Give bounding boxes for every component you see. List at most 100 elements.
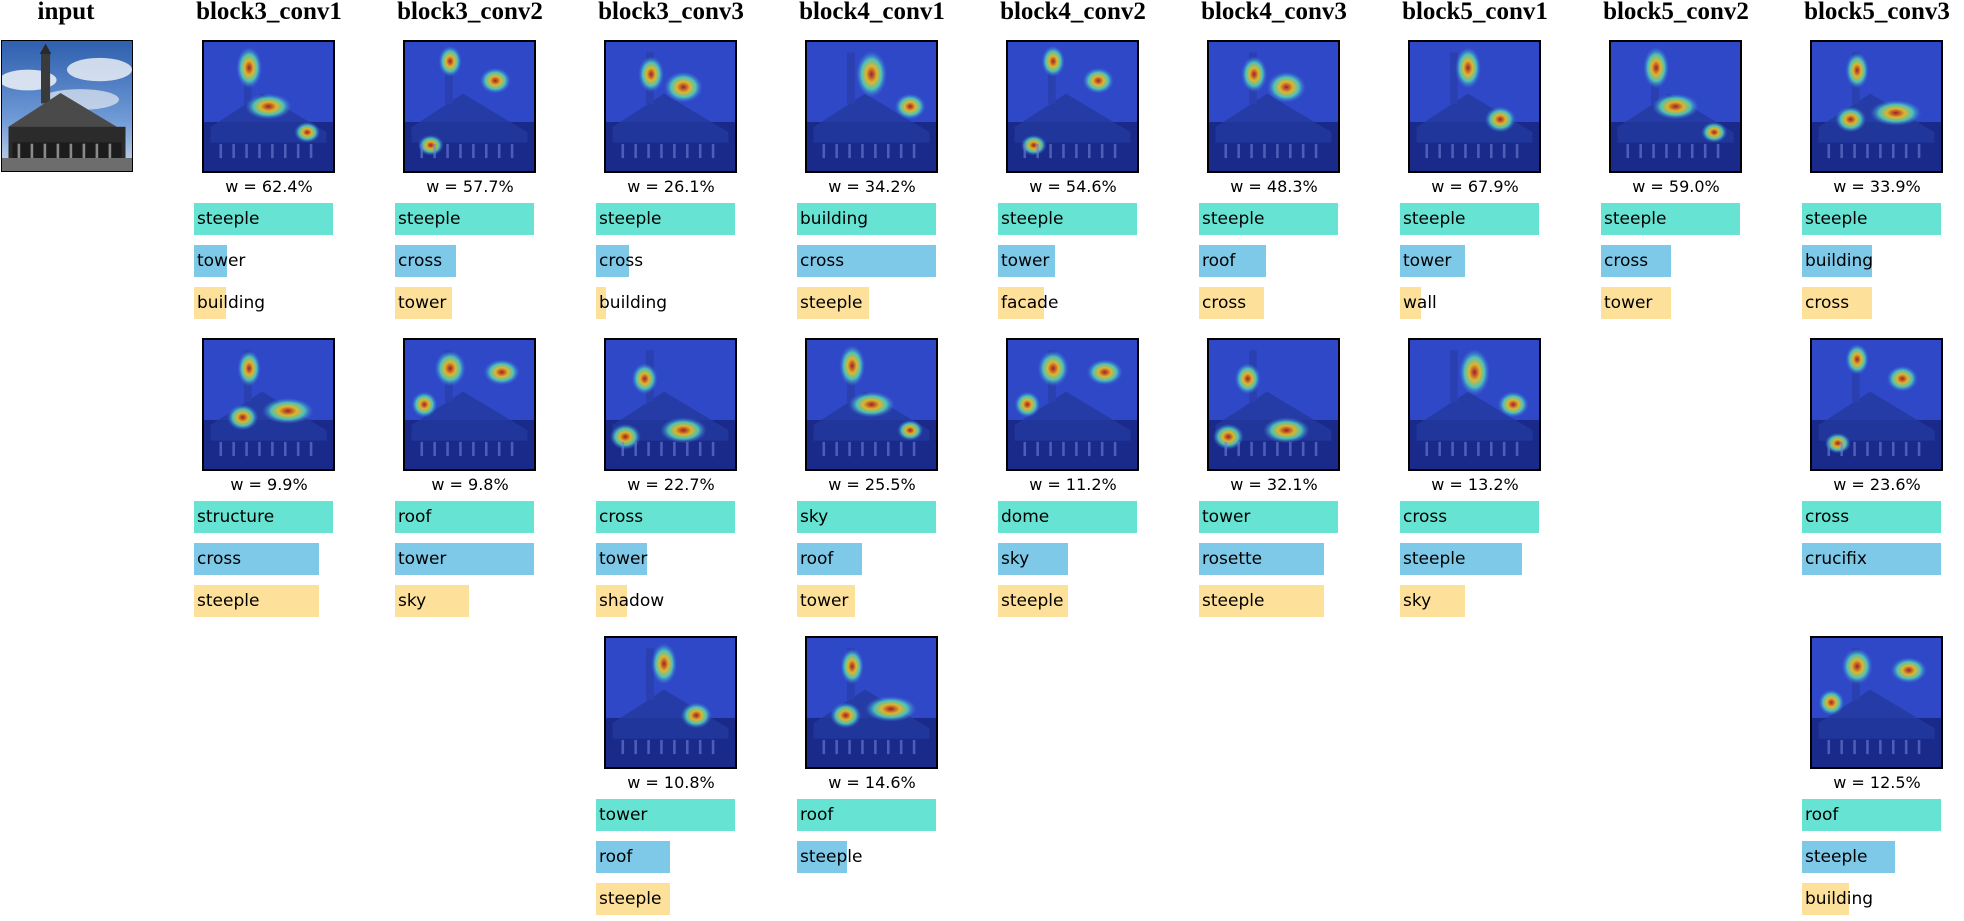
unit-weight: w = 23.6% — [1833, 475, 1921, 494]
concept-bar-fill — [194, 287, 226, 319]
concept-bar-fill — [1400, 501, 1539, 533]
layer-title: block4_conv2 — [1000, 0, 1146, 25]
concept-bar: roof — [596, 841, 735, 873]
concept-label: steeple — [1805, 209, 1868, 229]
concept-bar-fill — [1400, 203, 1539, 235]
concept-label: sky — [398, 591, 427, 611]
activation-heatmap — [1609, 40, 1742, 173]
concept-bar: steeple — [797, 287, 936, 319]
layer-title: block3_conv2 — [397, 0, 543, 25]
concept-bar-fill — [1802, 287, 1872, 319]
concept-bar-fill — [194, 543, 319, 575]
activation-heatmap — [1810, 338, 1943, 471]
concept-bar-fill — [998, 501, 1137, 533]
concept-bar-fill — [1802, 799, 1941, 831]
concept-bar-fill — [596, 543, 647, 575]
concept-bar-fill — [998, 543, 1068, 575]
concept-bar: shadow — [596, 585, 735, 617]
concept-bar-fill — [797, 501, 936, 533]
concept-bar: tower — [596, 543, 735, 575]
concept-bar-fill — [1199, 543, 1324, 575]
activation-heatmap — [604, 40, 737, 173]
concept-bar: steeple — [1199, 585, 1338, 617]
concept-label: tower — [1001, 251, 1050, 271]
layer-title: block5_conv1 — [1402, 0, 1548, 25]
concept-label: steeple — [197, 209, 260, 229]
layer-title: block5_conv2 — [1603, 0, 1749, 25]
concept-label: tower — [599, 549, 648, 569]
concept-label: tower — [1403, 251, 1452, 271]
concept-bar: steeple — [1802, 841, 1941, 873]
concept-bar: cross — [1601, 245, 1740, 277]
activation-heatmap — [805, 636, 938, 769]
concept-label: cross — [197, 549, 242, 569]
concept-bar-fill — [998, 203, 1137, 235]
concept-label: steeple — [800, 847, 863, 867]
activation-heatmap — [1810, 40, 1943, 173]
concept-bar-fill — [998, 245, 1055, 277]
concept-bar: sky — [1400, 585, 1539, 617]
concept-label: steeple — [1202, 591, 1265, 611]
unit-weight: w = 13.2% — [1431, 475, 1519, 494]
activation-heatmap — [1207, 40, 1340, 173]
concept-label: sky — [1403, 591, 1432, 611]
concept-bar-fill — [1199, 203, 1338, 235]
concept-bar: steeple — [998, 203, 1137, 235]
church-photo — [2, 41, 132, 171]
unit-weight: w = 26.1% — [627, 177, 715, 196]
concept-bar-fill — [797, 841, 847, 873]
unit-weight: w = 9.8% — [431, 475, 509, 494]
concept-label: cross — [1604, 251, 1649, 271]
concept-label: sky — [800, 507, 829, 527]
concept-bar-fill — [596, 799, 735, 831]
concept-bar-fill — [395, 203, 534, 235]
activation-heatmap — [1006, 40, 1139, 173]
concept-bar-fill — [596, 501, 735, 533]
concept-label: tower — [800, 591, 849, 611]
concept-label: cross — [599, 251, 644, 271]
concept-bar-fill — [1802, 543, 1941, 575]
concept-label: shadow — [599, 591, 665, 611]
concept-bar-fill — [1199, 585, 1324, 617]
unit-weight: w = 25.5% — [828, 475, 916, 494]
unit-weight: w = 54.6% — [1029, 177, 1117, 196]
concept-bar: building — [1802, 245, 1941, 277]
concept-bar-fill — [1802, 245, 1872, 277]
concept-bar-fill — [596, 287, 606, 319]
concept-label: roof — [800, 805, 834, 825]
concept-bar: sky — [998, 543, 1137, 575]
concept-bar-fill — [1601, 245, 1671, 277]
activation-heatmap — [1408, 338, 1541, 471]
concept-bar: steeple — [1802, 203, 1941, 235]
concept-bar-fill — [1400, 287, 1421, 319]
concept-bar-fill — [1199, 287, 1264, 319]
concept-bar: roof — [797, 543, 936, 575]
concept-label: steeple — [599, 209, 662, 229]
concept-bar: building — [1802, 883, 1941, 915]
concept-bar: tower — [1199, 501, 1338, 533]
layer-title: block5_conv3 — [1804, 0, 1950, 25]
concept-bar-fill — [596, 203, 735, 235]
concept-bar-fill — [395, 543, 534, 575]
concept-label: tower — [1202, 507, 1251, 527]
concept-label: cross — [1805, 507, 1850, 527]
concept-label: steeple — [599, 889, 662, 909]
concept-label: roof — [599, 847, 633, 867]
concept-bar-fill — [797, 585, 855, 617]
concept-label: steeple — [398, 209, 461, 229]
concept-label: steeple — [1001, 209, 1064, 229]
activation-heatmap — [805, 338, 938, 471]
input-title: input — [37, 0, 95, 25]
concept-bar: roof — [395, 501, 534, 533]
concept-bar: steeple — [1400, 543, 1539, 575]
concept-bar: tower — [194, 245, 333, 277]
concept-label: building — [197, 293, 266, 313]
concept-label: tower — [1604, 293, 1653, 313]
layer-title: block3_conv1 — [196, 0, 342, 25]
concept-label: roof — [800, 549, 834, 569]
concept-bar: steeple — [1199, 203, 1338, 235]
concept-label: steeple — [1403, 549, 1466, 569]
concept-bar: tower — [395, 543, 534, 575]
concept-bar: cross — [1199, 287, 1338, 319]
concept-label: roof — [398, 507, 432, 527]
